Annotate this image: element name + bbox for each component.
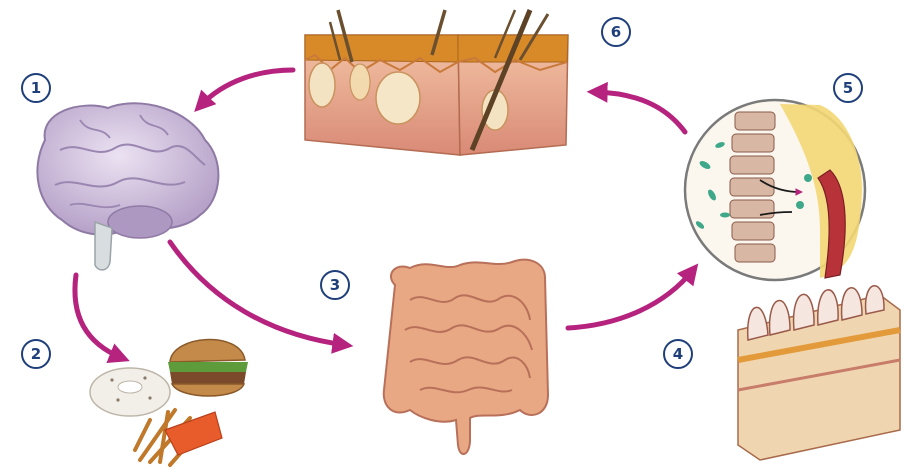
intestinal-villi-illustration bbox=[738, 286, 900, 460]
arrow-brain-to-intestines bbox=[170, 242, 345, 345]
arrow-intestines-to-villi bbox=[568, 270, 693, 328]
step-badge-4: 4 bbox=[663, 339, 693, 369]
step-badge-5: 5 bbox=[833, 73, 863, 103]
arrow-skin-to-brain bbox=[200, 70, 293, 106]
step-badge-1: 1 bbox=[21, 73, 51, 103]
brain-illustration bbox=[37, 103, 218, 270]
junk-food-illustration bbox=[90, 340, 248, 465]
gut-barrier-magnified-illustration bbox=[685, 100, 865, 280]
intestines-illustration bbox=[384, 260, 548, 454]
step-badge-6: 6 bbox=[601, 17, 631, 47]
arrow-brain-to-food bbox=[75, 275, 122, 358]
step-badge-3: 3 bbox=[320, 270, 350, 300]
step-badge-2: 2 bbox=[21, 339, 51, 369]
skin-cross-section-illustration bbox=[305, 10, 568, 155]
arrow-gut-to-skin bbox=[595, 92, 685, 132]
